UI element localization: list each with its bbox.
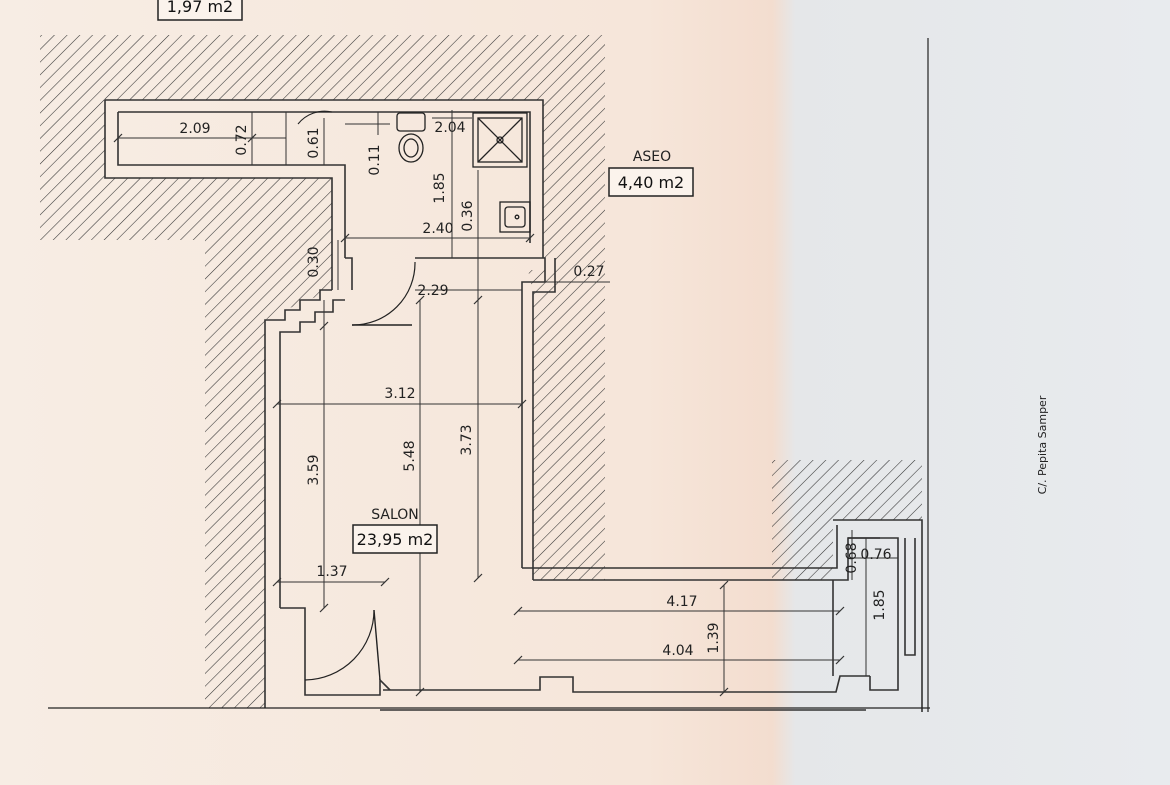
dim-label: 2.09 [179, 121, 210, 137]
aseo-area-box [608, 167, 694, 197]
dim-label: 1.39 [706, 622, 722, 653]
dim-label: 0.68 [844, 542, 860, 573]
dim-label: 1.85 [432, 172, 448, 203]
dim-label: 0.27 [573, 264, 604, 280]
door-leaf-entry [373, 609, 381, 681]
dim-label: 0.72 [234, 124, 250, 155]
dim-label: 0.30 [306, 246, 322, 277]
dim-label: 0.61 [306, 127, 322, 158]
dimension-lines [118, 110, 898, 692]
door-swing-entry [304, 609, 375, 681]
aseo-name: ASEO [633, 149, 671, 165]
hatched-zone-left [40, 35, 605, 708]
dim-label: 2.04 [434, 120, 465, 136]
shower-tray-icon [472, 112, 528, 168]
dim-label: 1.85 [872, 589, 888, 620]
dim-label: 4.17 [666, 594, 697, 610]
dim-label: 0.76 [860, 547, 891, 563]
top-partial-area-box [157, 0, 243, 21]
dim-label: 0.11 [367, 144, 383, 175]
dim-label: 5.48 [402, 440, 418, 471]
dim-label: 3.73 [459, 424, 475, 455]
dim-label: 2.29 [417, 283, 448, 299]
aseo-area-label: 4,40 m2 [618, 173, 684, 192]
door-swing-top [297, 110, 333, 125]
dim-label: 4.04 [662, 643, 693, 659]
street-name: C/. Pepita Samper [1036, 395, 1049, 494]
dimension-labels: 2.09 0.72 0.61 0.11 2.04 1.85 0.36 2.40 … [179, 120, 891, 659]
dim-label: 3.59 [306, 454, 322, 485]
door-swing-inner [351, 261, 416, 326]
walls [104, 99, 923, 712]
dim-label: 0.36 [460, 200, 476, 231]
dim-label: 2.40 [422, 221, 453, 237]
toilet-icon [396, 112, 426, 163]
dimension-ticks [113, 133, 845, 697]
washbasin-icon [499, 201, 531, 233]
salon-area-box [352, 524, 438, 554]
dim-label: 1.37 [316, 564, 347, 580]
salon-area-label: 23,95 m2 [357, 530, 434, 549]
dim-label: 3.12 [384, 386, 415, 402]
top-partial-area-label: 1,97 m2 [167, 0, 233, 16]
salon-name: SALON [371, 507, 419, 523]
